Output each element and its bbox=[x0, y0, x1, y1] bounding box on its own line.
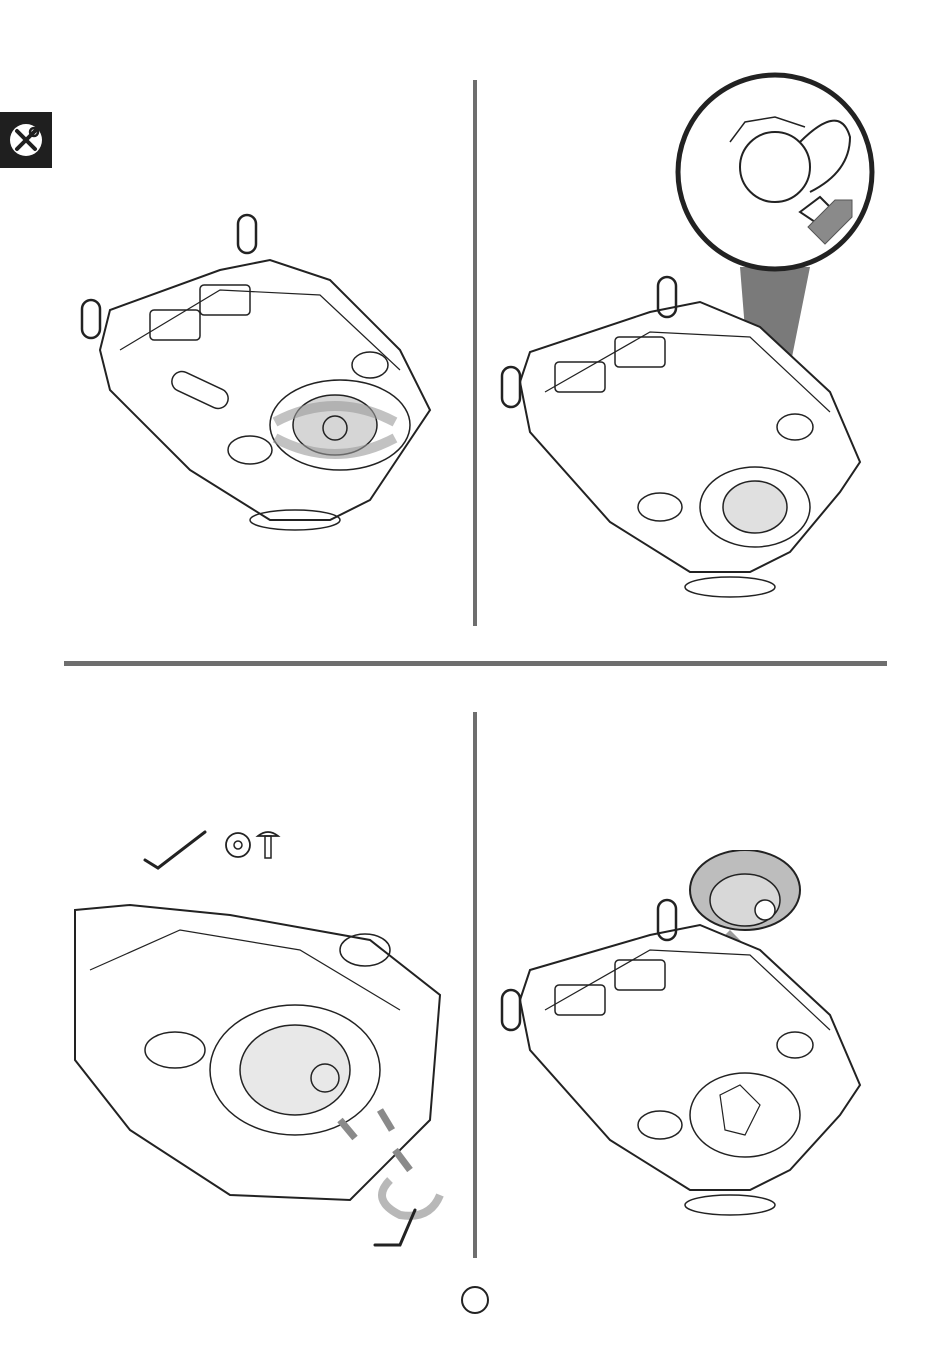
horizontal-divider bbox=[64, 661, 887, 666]
machine-base bbox=[520, 925, 860, 1190]
step-3-illustration bbox=[70, 820, 460, 1260]
step-2-illustration bbox=[490, 62, 890, 607]
caster-wheel-left bbox=[82, 300, 100, 338]
machine-base bbox=[520, 302, 860, 572]
section-tab bbox=[0, 112, 52, 168]
vertical-divider-top bbox=[473, 80, 477, 626]
machine-base-closeup bbox=[75, 905, 440, 1200]
tools-icon bbox=[8, 120, 44, 160]
removed-motor bbox=[690, 850, 800, 930]
caster-wheel-right bbox=[238, 215, 256, 253]
step-4-illustration bbox=[490, 850, 890, 1230]
caster-wheel-left bbox=[502, 367, 520, 407]
machine-base bbox=[100, 260, 430, 520]
page-number-badge bbox=[461, 1286, 489, 1314]
allen-key-icon bbox=[145, 832, 205, 868]
screw-icon bbox=[258, 832, 278, 858]
washer-icon bbox=[226, 833, 250, 857]
vertical-divider-bottom bbox=[473, 712, 477, 1258]
caster-wheel-left bbox=[502, 990, 520, 1030]
step-1-illustration bbox=[70, 200, 460, 540]
